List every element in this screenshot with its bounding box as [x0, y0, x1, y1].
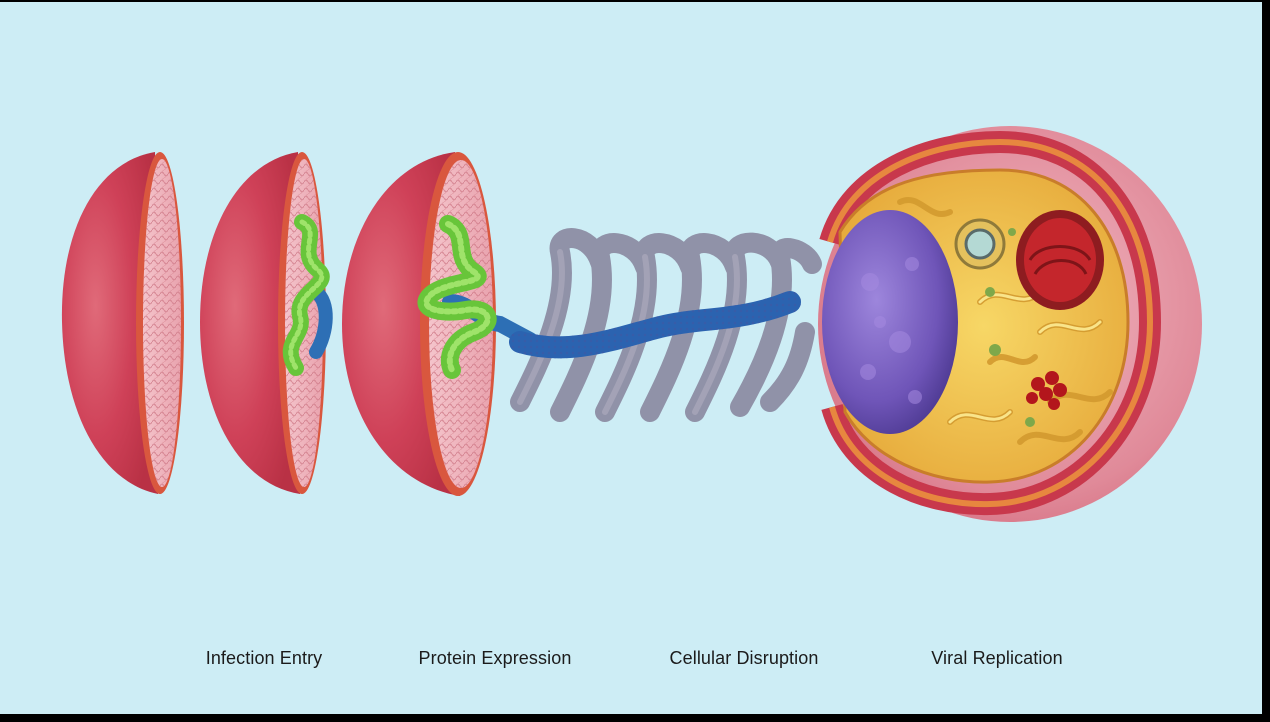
nucleus — [822, 210, 958, 434]
cell-half-section-3 — [342, 152, 538, 496]
protein-fiber-bundle — [509, 228, 822, 422]
replicating-cell-cross-section — [818, 126, 1202, 522]
stage-label-cellular-disruption: Cellular Disruption — [669, 648, 819, 668]
viral-particles — [1026, 371, 1067, 410]
stage-label-infection-entry: Infection Entry — [205, 648, 323, 668]
cell-half-section-2 — [200, 152, 333, 494]
viral-protein-cluster-1 — [282, 214, 333, 376]
vesicle — [954, 218, 1006, 270]
mitochondrion — [1016, 210, 1104, 310]
stage-label-protein-expression: Protein Expression — [418, 648, 572, 668]
cell-half-section-1 — [61, 152, 184, 494]
viral-protein-cluster-2 — [417, 215, 538, 379]
stage-label-viral-replication: Viral Replication — [931, 648, 1063, 668]
